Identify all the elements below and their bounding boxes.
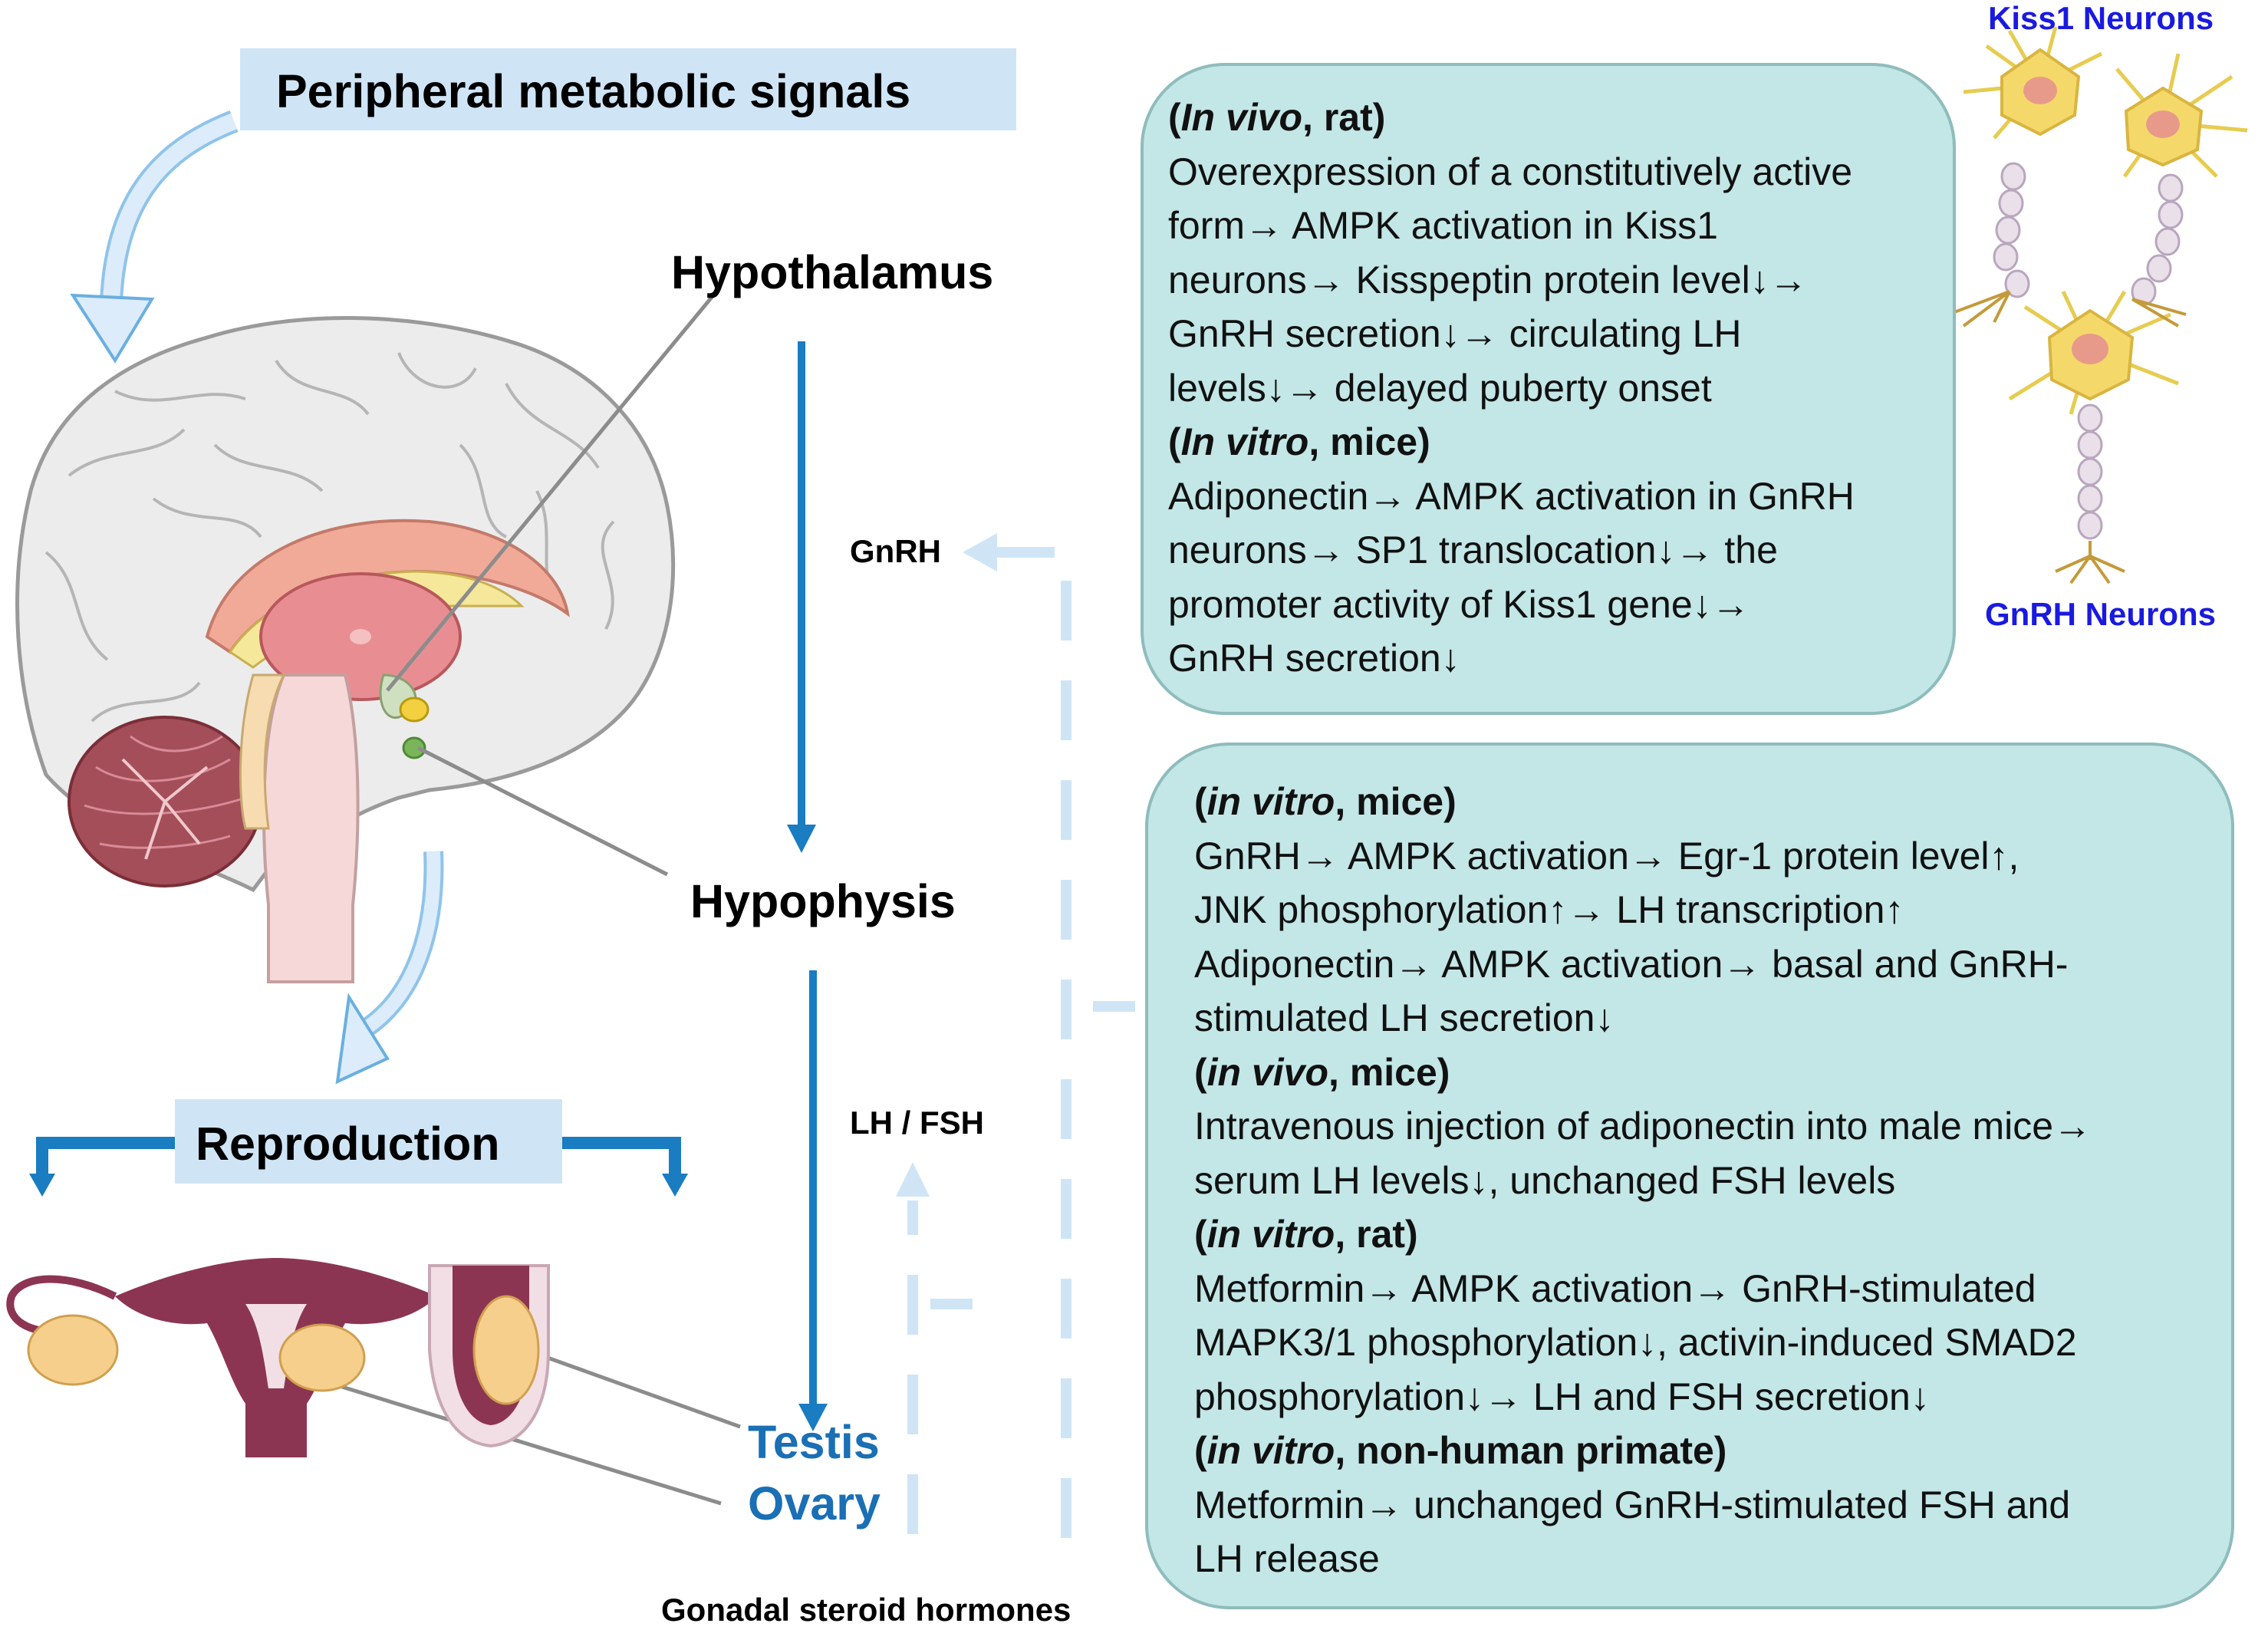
study-heading: (In vitro, mice) xyxy=(1168,420,1430,463)
gnrh-feedback-arrowhead xyxy=(963,533,997,571)
finding-line: phosphorylation↓→ LH and FSH secretion↓ xyxy=(1194,1375,1930,1418)
study-heading: (in vitro, non-human primate) xyxy=(1194,1429,1727,1472)
reproduction-signal-arrow xyxy=(335,851,444,1085)
ovary-label: Ovary xyxy=(748,1477,881,1530)
finding-line: JNK phosphorylation↑→ LH transcription↑ xyxy=(1194,888,1904,931)
uterus-illustration xyxy=(6,1258,546,1457)
finding-line: levels↓→ delayed puberty onset xyxy=(1168,366,1712,410)
finding-line: neurons→ Kisspeptin protein level↓→ xyxy=(1168,258,1808,301)
gnrh-neurons-label: GnRH Neurons xyxy=(1985,596,2217,632)
hypothalamus-evidence-panel xyxy=(1141,63,1956,715)
testis-illustration xyxy=(428,1264,550,1448)
pituitary-evidence-text: (in vitro, mice) GnRH→ AMPK activation→ … xyxy=(1194,775,2092,1586)
finding-line: Overexpression of a constitutively activ… xyxy=(1168,150,1853,193)
lh-fsh-label: LH / FSH xyxy=(850,1105,984,1141)
gonadal-steroid-label: Gonadal steroid hormones xyxy=(661,1592,1071,1628)
anatomy-pointer-lines xyxy=(321,294,741,1506)
hypothalamus-evidence-text: (In vivo, rat) Overexpression of a const… xyxy=(1168,91,1855,686)
hpg-axis-arrows xyxy=(787,341,828,1431)
metabolic-signal-arrow xyxy=(70,110,239,364)
reproduction-box xyxy=(175,1099,562,1184)
peripheral-signals-box xyxy=(240,48,1016,130)
feedback-dashed-lines xyxy=(907,547,1135,1538)
finding-line: neurons→ SP1 translocation↓→ the xyxy=(1168,529,1778,571)
gnrh-label: GnRH xyxy=(850,533,941,569)
neuron-illustration xyxy=(1947,26,2248,584)
peripheral-signals-label: Peripheral metabolic signals xyxy=(276,65,911,117)
finding-line: GnRH secretion↓→ circulating LH xyxy=(1168,312,1742,355)
testis-label: Testis xyxy=(748,1416,880,1468)
finding-line: Metformin→ AMPK activation→ GnRH-stimula… xyxy=(1194,1266,2036,1310)
reproduction-label: Reproduction xyxy=(196,1118,500,1170)
finding-line: stimulated LH secretion↓ xyxy=(1194,996,1615,1039)
study-heading: (In vivo, rat) xyxy=(1168,96,1386,139)
hypophysis-label: Hypophysis xyxy=(690,875,956,927)
pituitary-evidence-panel xyxy=(1145,743,2234,1609)
study-heading: (in vitro, mice) xyxy=(1194,780,1457,823)
reproduction-branch-arrows xyxy=(36,1137,681,1177)
finding-line: GnRH→ AMPK activation→ Egr-1 protein lev… xyxy=(1194,834,2019,878)
finding-line: serum LH levels↓, unchanged FSH levels xyxy=(1194,1158,1896,1202)
finding-line: Adiponectin→ AMPK activation in GnRH xyxy=(1168,474,1855,518)
finding-line: promoter activity of Kiss1 gene↓→ xyxy=(1168,582,1750,626)
finding-line: Metformin→ unchanged GnRH-stimulated FSH… xyxy=(1194,1483,2071,1526)
finding-line: GnRH secretion↓ xyxy=(1168,637,1460,680)
finding-line: Intravenous injection of adiponectin int… xyxy=(1194,1105,2092,1148)
study-heading: (in vitro, rat) xyxy=(1194,1213,1418,1256)
finding-line: form→ AMPK activation in Kiss1 xyxy=(1168,204,1718,247)
finding-line: Adiponectin→ AMPK activation→ basal and … xyxy=(1194,942,2069,986)
hypothalamus-label: Hypothalamus xyxy=(671,246,994,298)
kiss1-neurons-label: Kiss1 Neurons xyxy=(1988,0,2214,36)
lh-fsh-feedback-arrowhead xyxy=(896,1162,930,1197)
brain-illustration xyxy=(15,316,676,983)
study-heading: (in vivo, mice) xyxy=(1194,1050,1450,1094)
finding-line: MAPK3/1 phosphorylation↓, activin-induce… xyxy=(1194,1321,2077,1364)
finding-line: LH release xyxy=(1194,1537,1380,1580)
